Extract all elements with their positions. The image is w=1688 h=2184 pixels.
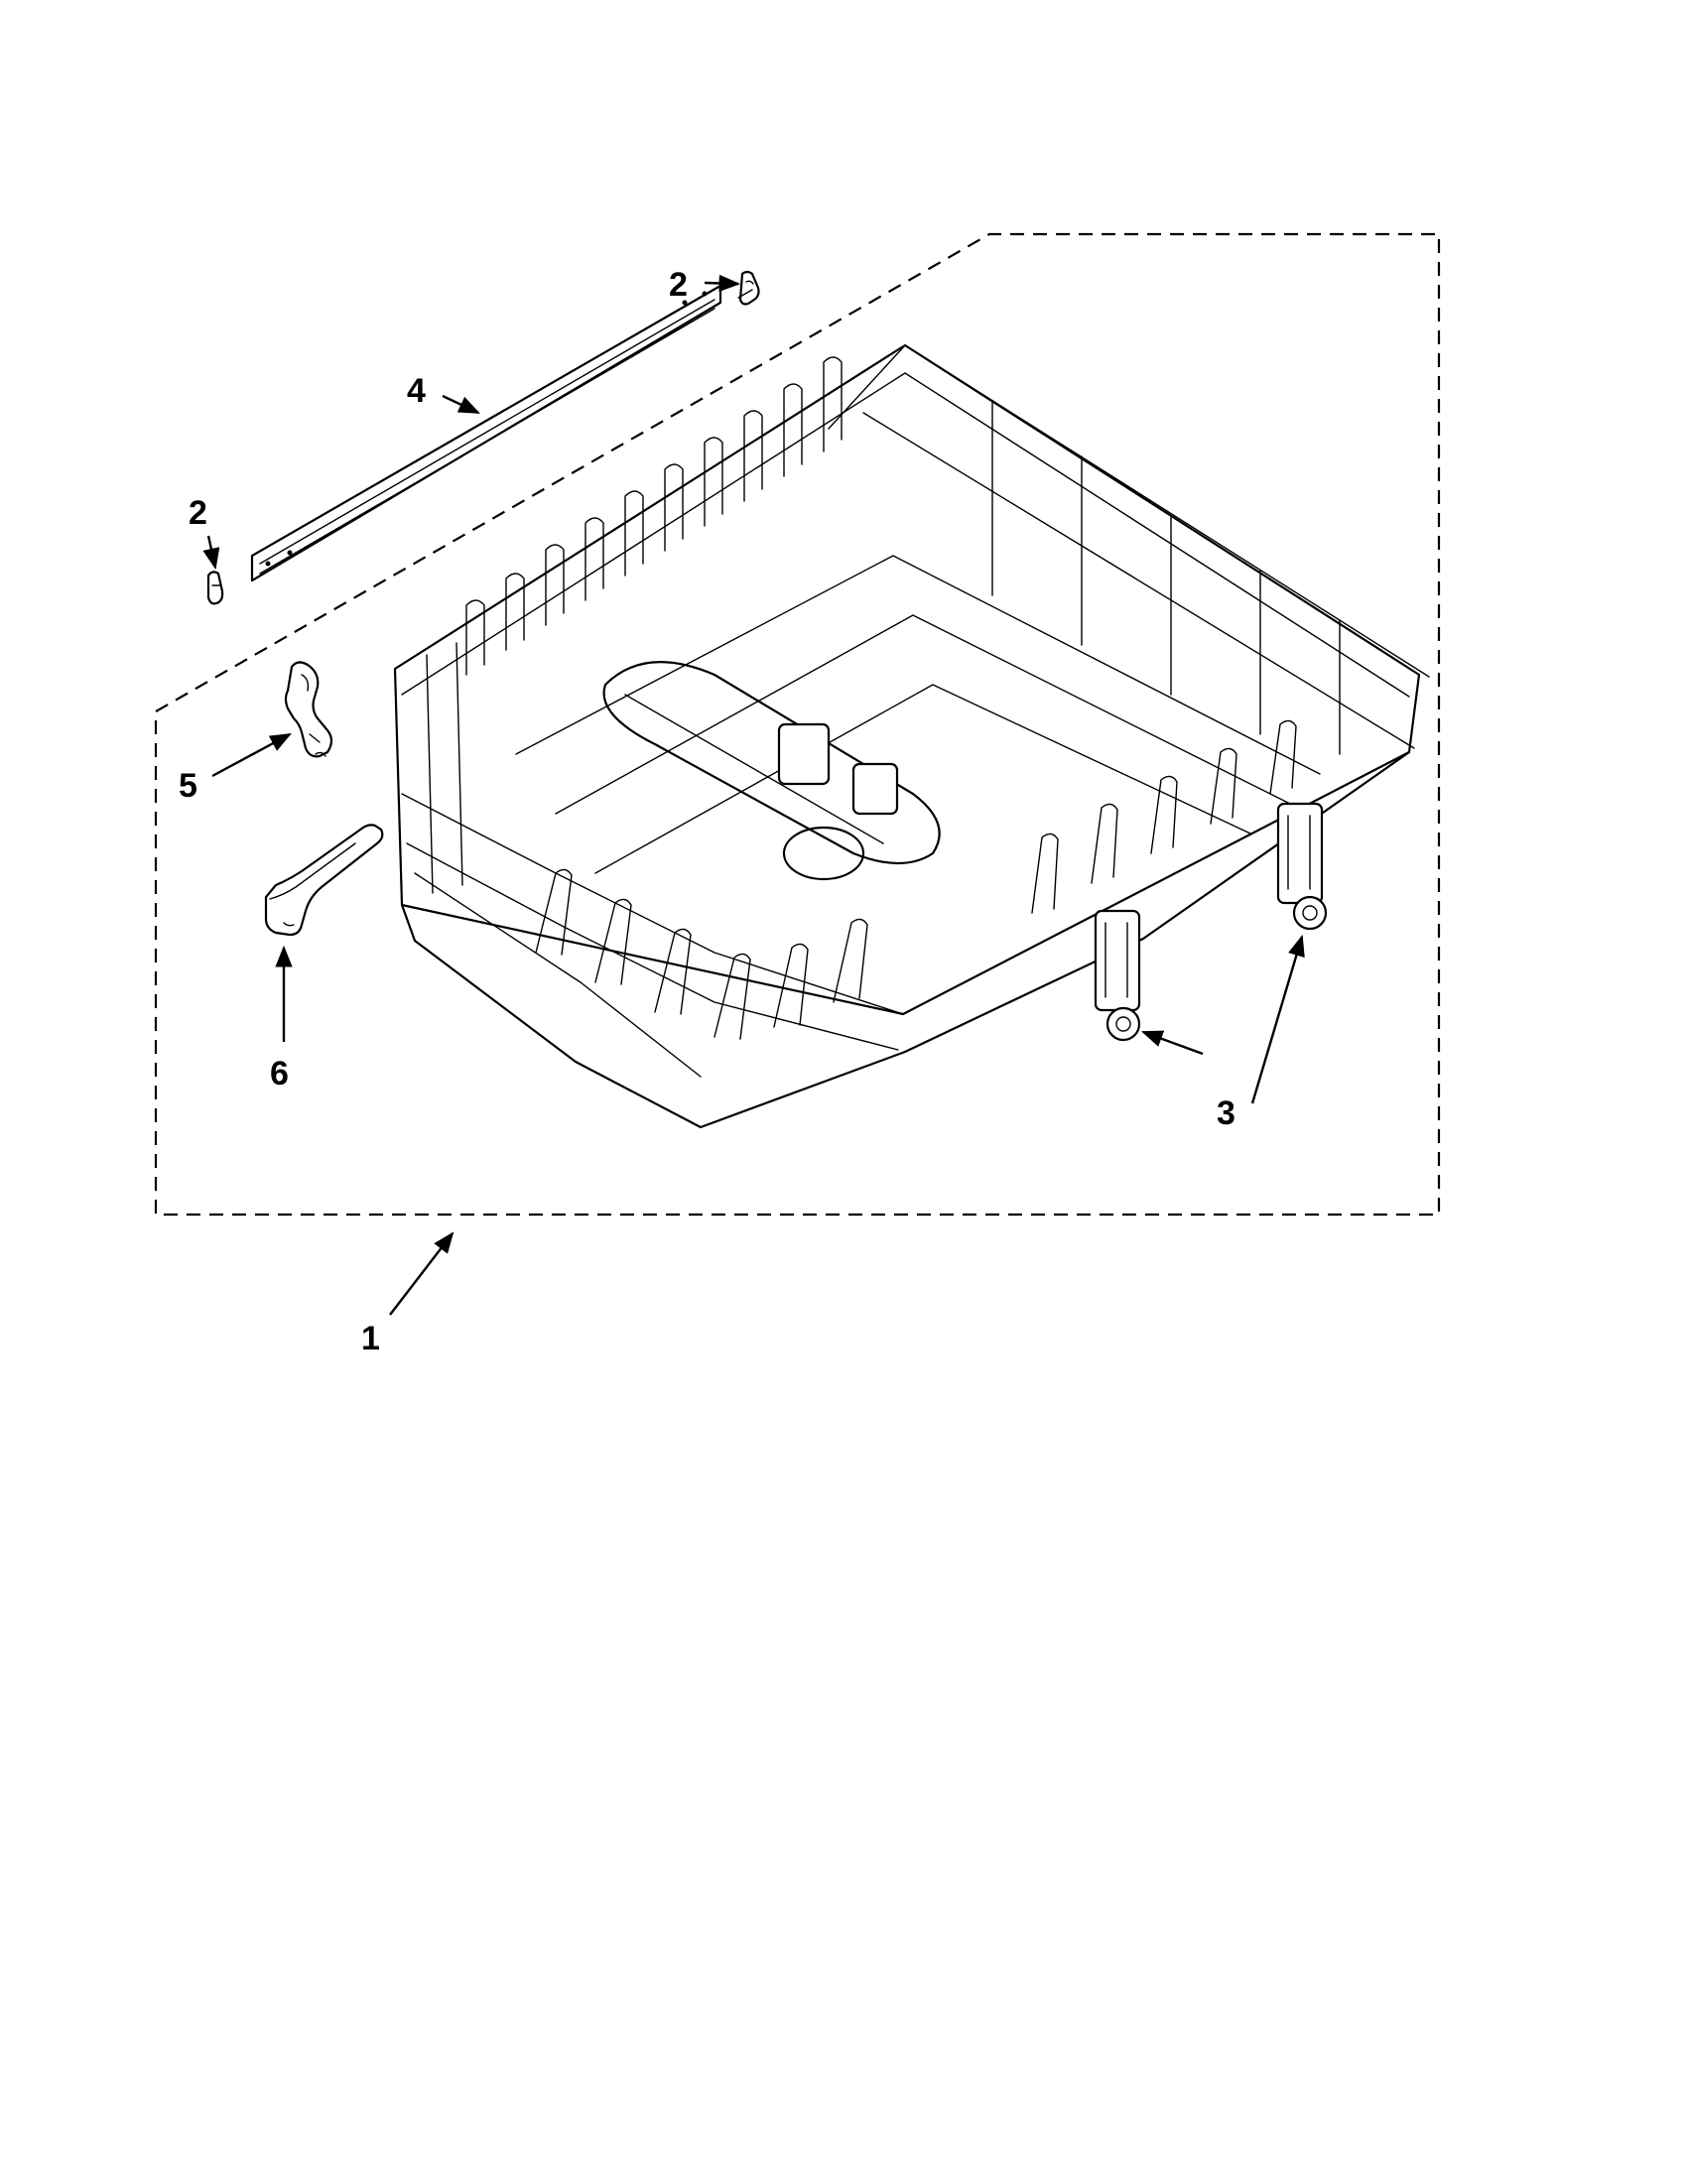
leader-4 xyxy=(442,394,480,415)
dish-rack xyxy=(393,343,1430,1129)
rack-tines-back xyxy=(465,356,843,676)
assembly-boundary xyxy=(154,232,1441,1217)
rack-lever xyxy=(264,824,384,937)
callout-2-left: 2 xyxy=(189,494,207,532)
leader-2-top xyxy=(704,274,741,293)
callout-3: 3 xyxy=(1217,1094,1235,1132)
spray-arm xyxy=(602,661,941,881)
rack-rail xyxy=(250,284,722,582)
callout-6: 6 xyxy=(270,1055,289,1092)
leader-3-front xyxy=(1140,1030,1204,1056)
callout-5: 5 xyxy=(179,767,197,805)
rack-roller-front xyxy=(1094,909,1141,1042)
rack-tines-front xyxy=(535,719,1297,1040)
callout-1: 1 xyxy=(361,1320,380,1357)
leader-3-rear xyxy=(1250,934,1305,1104)
rail-end-cap-top xyxy=(737,270,760,306)
rail-end-cap-left xyxy=(206,571,224,605)
right-side-wires xyxy=(991,400,1341,755)
callout-4: 4 xyxy=(407,372,426,410)
rack-roller-rear xyxy=(1276,802,1328,931)
callout-2-top: 2 xyxy=(669,266,688,304)
rack-clip xyxy=(284,661,333,758)
leader-1 xyxy=(389,1231,454,1316)
leader-5 xyxy=(211,732,292,778)
leader-2-left xyxy=(202,535,220,571)
